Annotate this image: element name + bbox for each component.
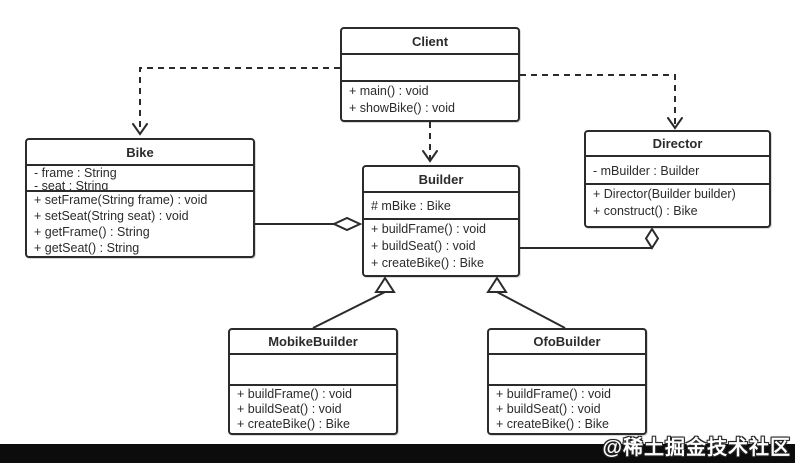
class-methods-director: + Director(Builder builder) + construct(…: [586, 185, 769, 221]
class-attributes-mobikebuilder: [230, 355, 396, 386]
class-title-director: Director: [586, 132, 769, 157]
class-methods-mobikebuilder: + buildFrame() : void + buildSeat() : vo…: [230, 386, 396, 433]
method: + buildSeat() : void: [237, 402, 342, 416]
method: + buildSeat() : void: [496, 402, 601, 416]
attribute: - mBuilder : Builder: [593, 164, 700, 178]
aggregation-builder-to-bike: [253, 216, 363, 232]
method: + construct() : Bike: [593, 204, 698, 218]
method: + buildFrame() : void: [371, 222, 486, 236]
method: + getSeat() : String: [34, 241, 140, 255]
class-title-client: Client: [342, 29, 518, 55]
attribute: - frame : String: [34, 166, 117, 180]
method: + showBike() : void: [349, 101, 455, 115]
method: + main() : void: [349, 84, 429, 98]
dependency-arrow-client-to-director: [520, 74, 683, 130]
bottom-black-bar: [0, 444, 795, 463]
method: + Director(Builder builder): [593, 187, 736, 201]
class-methods-client: + main() : void + showBike() : void: [342, 82, 518, 118]
method: + setSeat(String seat) : void: [34, 209, 189, 223]
class-attributes-bike: - frame : String - seat : String: [27, 166, 253, 192]
method: + buildFrame() : void: [496, 387, 611, 401]
class-title-ofobuilder: OfoBuilder: [489, 330, 645, 355]
class-title-builder: Builder: [364, 167, 518, 193]
method: + getFrame() : String: [34, 225, 150, 239]
class-attributes-director: - mBuilder : Builder: [586, 157, 769, 185]
method: + buildFrame() : void: [237, 387, 352, 401]
class-attributes-ofobuilder: [489, 355, 645, 386]
dependency-arrow-client-to-builder: [422, 122, 438, 163]
class-title-mobikebuilder: MobikeBuilder: [230, 330, 396, 355]
generalization-ofobuilder-to-builder: [486, 276, 566, 329]
class-title-bike: Bike: [27, 140, 253, 166]
class-methods-bike: + setFrame(String frame) : void + setSea…: [27, 192, 253, 256]
class-box-mobikebuilder: MobikeBuilder + buildFrame() : void + bu…: [228, 328, 398, 435]
class-box-bike: Bike - frame : String - seat : String + …: [25, 138, 255, 258]
class-box-client: Client + main() : void + showBike() : vo…: [340, 27, 520, 122]
method: + buildSeat() : void: [371, 239, 476, 253]
class-methods-builder: + buildFrame() : void + buildSeat() : vo…: [364, 220, 518, 273]
watermark-text: @稀土掘金技术社区: [602, 437, 791, 459]
method: + createBike() : Bike: [496, 417, 609, 431]
generalization-mobikebuilder-to-builder: [312, 276, 396, 329]
class-attributes-client: [342, 55, 518, 82]
class-methods-ofobuilder: + buildFrame() : void + buildSeat() : vo…: [489, 386, 645, 433]
method: + createBike() : Bike: [237, 417, 350, 431]
class-box-director: Director - mBuilder : Builder + Director…: [584, 130, 771, 228]
class-attributes-builder: # mBike : Bike: [364, 193, 518, 220]
dependency-arrow-client-to-bike: [132, 67, 340, 136]
method: + setFrame(String frame) : void: [34, 193, 208, 207]
attribute: # mBike : Bike: [371, 199, 451, 213]
class-box-builder: Builder # mBike : Bike + buildFrame() : …: [362, 165, 520, 277]
aggregation-director-to-builder: [520, 227, 660, 250]
class-box-ofobuilder: OfoBuilder + buildFrame() : void + build…: [487, 328, 647, 435]
attribute: - seat : String: [34, 179, 109, 192]
method: + createBike() : Bike: [371, 256, 484, 270]
